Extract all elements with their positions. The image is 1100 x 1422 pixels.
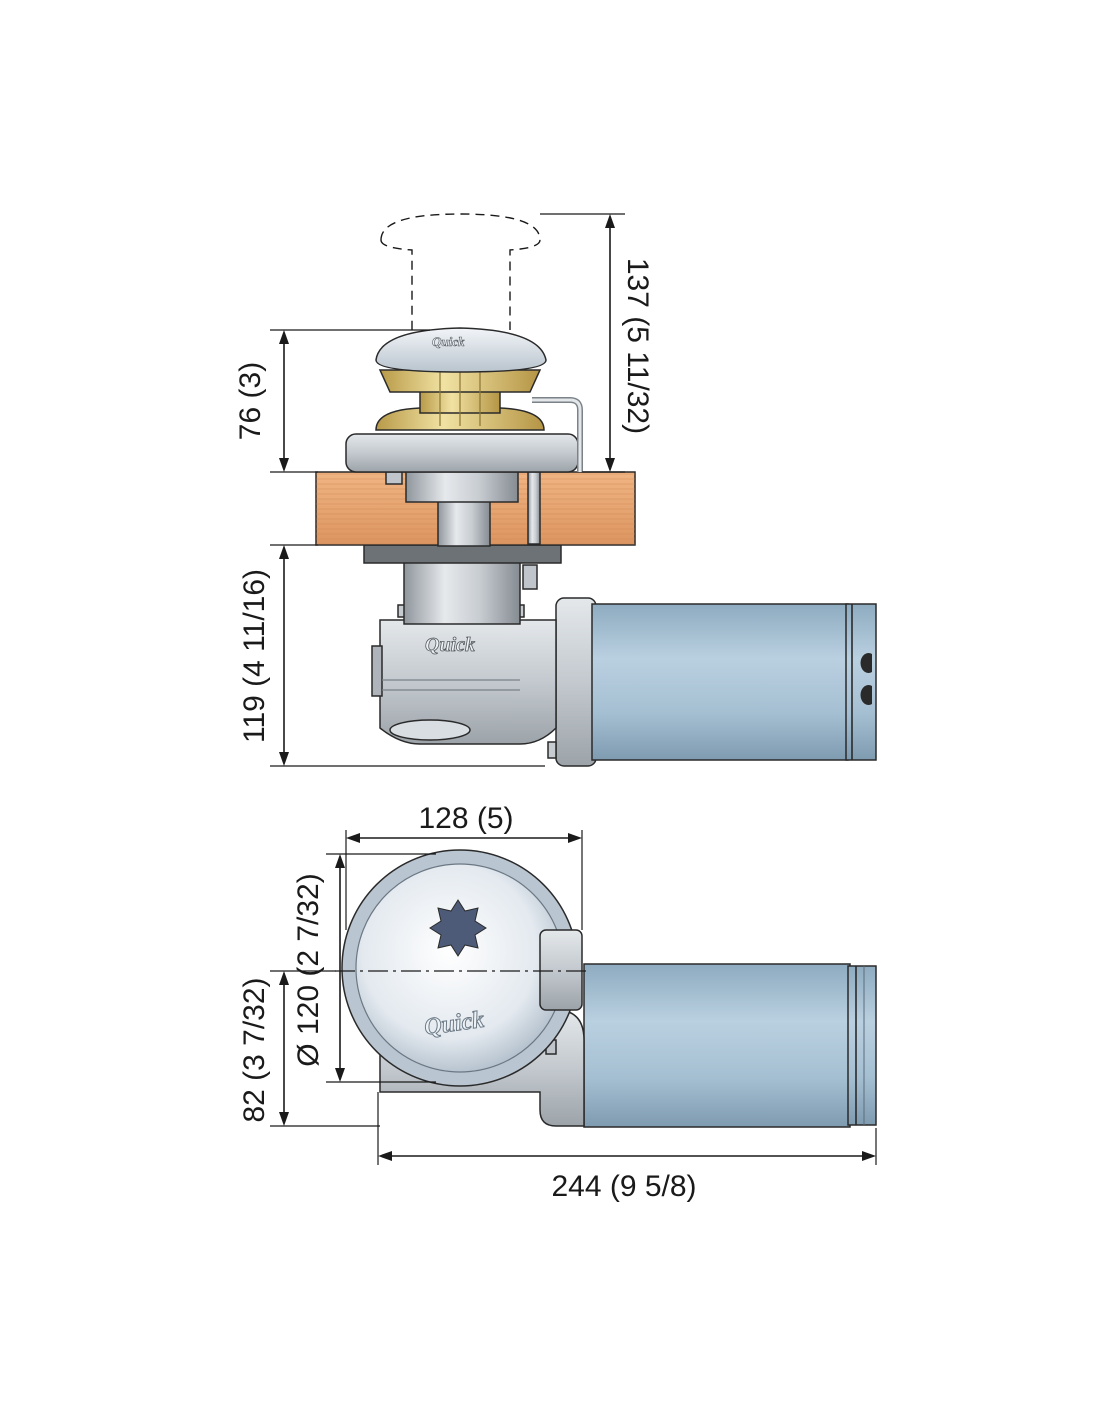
dim-137: 137 (5 11/32) xyxy=(540,213,654,473)
dim-128-label: 128 (5) xyxy=(418,802,513,835)
base-flange xyxy=(345,397,583,473)
deck-section xyxy=(315,471,636,547)
dim-244: 244 (9 5/8) xyxy=(377,1092,877,1203)
cap-logo: Quick xyxy=(432,334,465,349)
cap: Quick xyxy=(375,327,547,373)
side-view: Quick xyxy=(234,213,877,767)
dim-76-label: 76 (3) xyxy=(234,362,267,440)
dim-137-label: 137 (5 11/32) xyxy=(621,258,654,434)
motor xyxy=(555,597,877,767)
dim-dia-120: Ø 120 (2 7/32) xyxy=(292,853,436,1083)
gearbox-logo: Quick xyxy=(425,634,475,656)
top-disc: Quick xyxy=(335,849,590,1087)
top-motor xyxy=(583,963,877,1128)
gypsy xyxy=(375,369,545,431)
below-deck-column xyxy=(363,544,562,625)
dim-dia-120-label: Ø 120 (2 7/32) xyxy=(292,873,325,1066)
dim-119: 119 (4 11/16) xyxy=(238,544,545,767)
dim-82: 82 (3 7/32) xyxy=(238,970,380,1127)
dim-119-label: 119 (4 11/16) xyxy=(238,569,271,743)
dim-76: 76 (3) xyxy=(234,329,430,473)
gearbox: Quick xyxy=(371,604,557,759)
dim-244-label: 244 (9 5/8) xyxy=(551,1170,696,1203)
dim-82-label: 82 (3 7/32) xyxy=(238,977,271,1122)
handle-dashed-outline xyxy=(380,213,541,330)
dim-128: 128 (5) xyxy=(345,802,583,930)
top-view: Quick 128 (5) Ø 120 (2 7/32) xyxy=(238,802,877,1203)
